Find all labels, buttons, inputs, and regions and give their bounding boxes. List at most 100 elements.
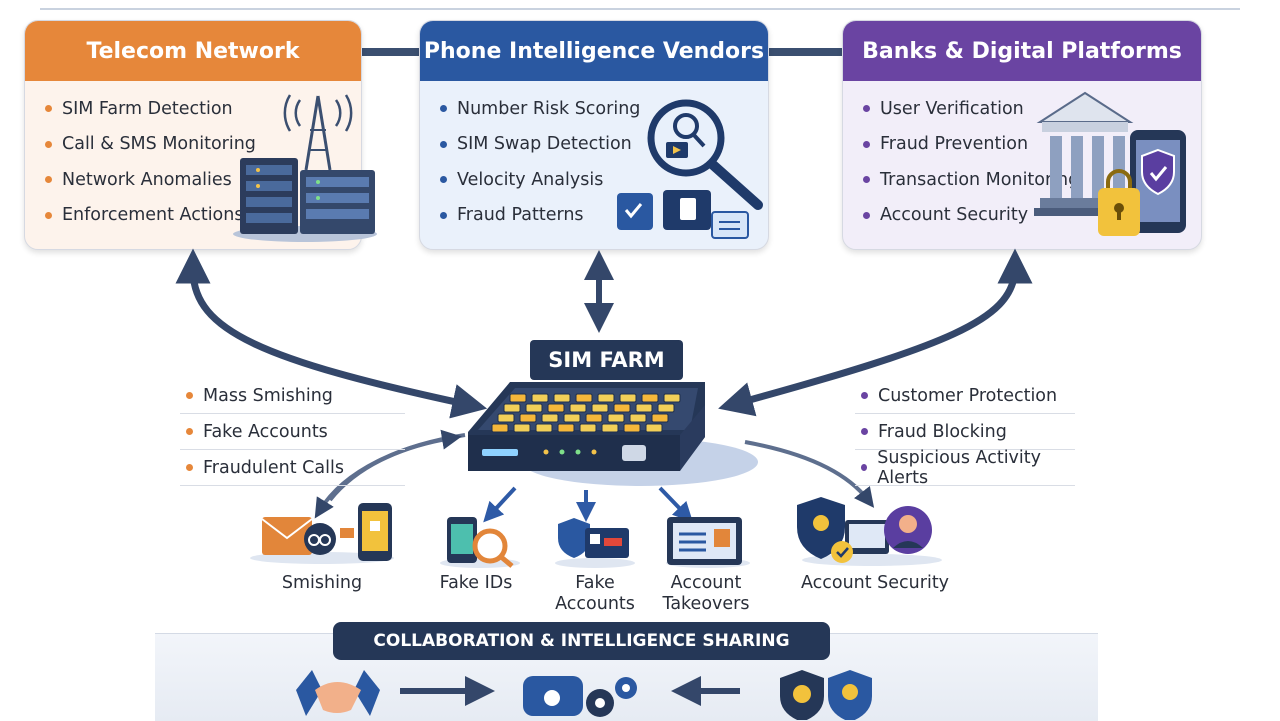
list-item: SIM Swap Detection <box>440 127 768 163</box>
sim-card <box>641 393 659 403</box>
list-item: Transaction Monitoring <box>863 162 1201 198</box>
list-item: Velocity Analysis <box>440 162 768 198</box>
sim-card <box>541 413 559 423</box>
shield-check-icon <box>617 190 749 239</box>
list-item-label: Fraud Patterns <box>457 205 584 226</box>
bullet-icon <box>440 105 447 113</box>
list-item-label: SIM Farm Detection <box>62 98 233 119</box>
collaboration-title: COLLABORATION & INTELLIGENCE SHARING <box>333 622 830 660</box>
bullet-icon <box>861 428 868 435</box>
sim-cards <box>491 393 681 433</box>
account-takeover-icon <box>666 517 750 568</box>
sim-card <box>569 403 587 413</box>
list-item-label: Mass Smishing <box>203 385 333 406</box>
bullet-icon <box>45 176 52 184</box>
sim-card <box>635 403 653 413</box>
police-badge-icon <box>780 670 872 720</box>
sim-card <box>601 423 619 433</box>
list-item: SIM Farm Detection <box>45 91 361 127</box>
list-item: Enforcement Actions <box>45 198 361 234</box>
protections-list: Customer Protection Fraud Blocking Suspi… <box>855 378 1075 488</box>
fake-accounts-line1: Fake <box>575 573 615 593</box>
bullet-icon <box>863 211 870 219</box>
banks-title: Banks & Digital Platforms <box>843 21 1201 81</box>
bullet-icon <box>45 105 52 113</box>
sim-card <box>491 423 509 433</box>
sim-farm-title: SIM FARM <box>530 340 683 380</box>
sim-card <box>535 423 553 433</box>
arrow-simfarm-takeovers <box>658 486 693 523</box>
sim-card <box>497 413 515 423</box>
bullet-icon <box>45 211 52 219</box>
fake-id-icon <box>440 517 520 568</box>
sim-card <box>629 413 647 423</box>
bullet-icon <box>440 211 447 219</box>
account-takeovers-line2: Takeovers <box>662 594 750 614</box>
bullet-icon <box>861 464 868 471</box>
list-item-label: Transaction Monitoring <box>880 169 1080 190</box>
list-item-label: Fraud Prevention <box>880 134 1029 155</box>
sim-card <box>513 423 531 433</box>
sim-card <box>553 393 571 403</box>
bullet-icon <box>863 140 870 148</box>
handshake-icon <box>296 670 380 716</box>
list-item-label: Enforcement Actions <box>62 205 244 226</box>
sim-card <box>619 393 637 403</box>
list-item-label: Call & SMS Monitoring <box>62 134 256 155</box>
sim-card <box>607 413 625 423</box>
telecom-list: SIM Farm Detection Call & SMS Monitoring… <box>25 81 361 233</box>
id-card-icon <box>555 518 635 568</box>
server-rack-icon <box>233 158 377 242</box>
list-item: Fraud Blocking <box>855 414 1075 450</box>
bullet-icon <box>861 392 868 399</box>
sim-card <box>503 403 521 413</box>
account-security-label: Account Security <box>800 573 950 593</box>
sim-card <box>645 423 663 433</box>
list-item: Call & SMS Monitoring <box>45 127 361 163</box>
sim-card <box>585 413 603 423</box>
sim-card <box>613 403 631 413</box>
list-item: Fraud Patterns <box>440 198 768 234</box>
account-takeovers-line1: Account <box>670 573 742 593</box>
magnifier-icon <box>647 99 763 210</box>
smishing-label: Smishing <box>281 573 363 593</box>
vendors-list: Number Risk Scoring SIM Swap Detection V… <box>420 81 768 233</box>
sim-card <box>575 393 593 403</box>
sim-card <box>563 413 581 423</box>
sim-card <box>591 403 609 413</box>
account-security-icon <box>797 497 942 566</box>
bullet-icon <box>440 140 447 148</box>
gears-icon <box>523 676 637 717</box>
fake-ids-label: Fake IDs <box>439 573 513 593</box>
bullet-icon <box>186 392 193 399</box>
bullet-icon <box>863 105 870 113</box>
sim-card <box>597 393 615 403</box>
arrow-simfarm-account-security <box>744 440 875 508</box>
list-item-label: Velocity Analysis <box>457 169 604 190</box>
arrow-telecom-simfarm <box>175 248 488 419</box>
bullet-icon <box>186 464 193 471</box>
list-item-label: Number Risk Scoring <box>457 98 641 119</box>
envelope-icon <box>250 503 394 564</box>
list-item-label: SIM Swap Detection <box>457 134 632 155</box>
list-item: Network Anomalies <box>45 162 361 198</box>
list-item: User Verification <box>863 91 1201 127</box>
sim-card <box>519 413 537 423</box>
sim-card <box>547 403 565 413</box>
sim-card <box>531 393 549 403</box>
phone-shield-icon <box>1130 130 1186 233</box>
list-item: Mass Smishing <box>180 378 405 414</box>
sim-card <box>525 403 543 413</box>
list-item-label: User Verification <box>880 98 1024 119</box>
list-item: Fake Accounts <box>180 414 405 450</box>
account-takeovers-label: Account Takeovers <box>651 573 761 615</box>
list-item-label: Suspicious Activity Alerts <box>877 447 1041 488</box>
list-item-label: Network Anomalies <box>62 169 232 190</box>
fake-accounts-line2: Accounts <box>555 594 635 614</box>
cell-tower-icon <box>283 94 353 171</box>
vendors-title: Phone Intelligence Vendors <box>420 21 768 81</box>
sim-card <box>657 403 675 413</box>
list-item: Suspicious Activity Alerts <box>855 447 1075 488</box>
